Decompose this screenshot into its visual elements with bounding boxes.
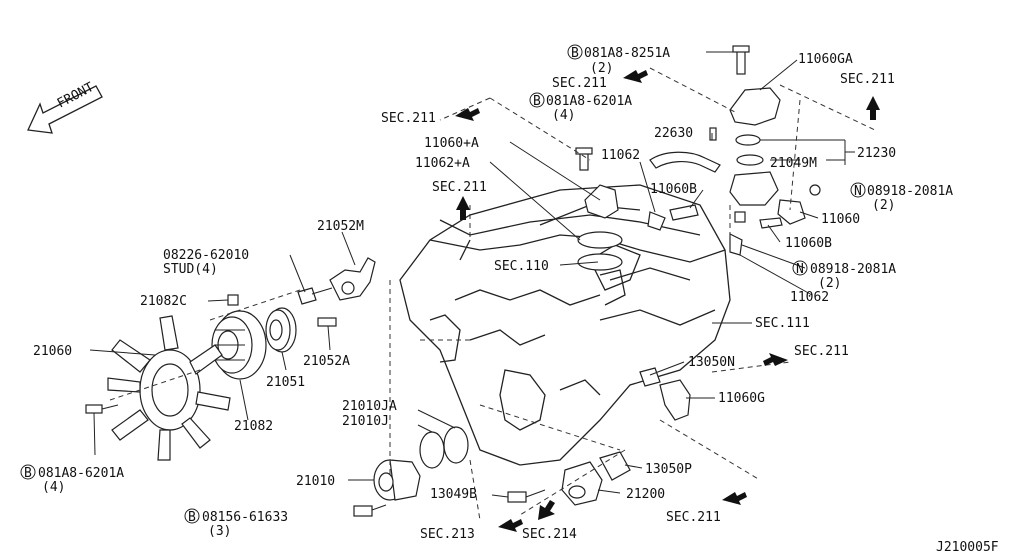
label-21049M: 21049M bbox=[770, 156, 817, 171]
label-21082: 21082 bbox=[234, 419, 273, 434]
label-11060: 11060 bbox=[821, 212, 860, 227]
label-sec211: SEC.211 bbox=[552, 76, 607, 91]
thermostat-housing bbox=[709, 45, 821, 256]
label-13050P: 13050P bbox=[645, 462, 692, 477]
arrow-sec211-right-top-icon bbox=[866, 96, 880, 120]
svg-text:N: N bbox=[796, 262, 804, 277]
label-11060G: 11060G bbox=[718, 391, 765, 406]
svg-text:B: B bbox=[188, 510, 196, 525]
markers: B B N N B B bbox=[20, 44, 866, 525]
bolt-marker-icon bbox=[184, 508, 200, 524]
pulley bbox=[265, 307, 297, 353]
arrow-sec211-bottom-icon bbox=[722, 492, 747, 505]
label-21010: 21010 bbox=[296, 474, 335, 489]
diagram-id: J210005F bbox=[936, 540, 999, 555]
part-labels: 081A8-8251A (2) 11060GA SEC.211 SEC.211 … bbox=[33, 46, 999, 555]
label-11062: 11062 bbox=[601, 148, 640, 163]
front-label: FRONT bbox=[55, 80, 97, 112]
label-08156-61633: 08156-61633 bbox=[202, 510, 288, 525]
label-21060: 21060 bbox=[33, 344, 72, 359]
water-pipe bbox=[577, 151, 721, 271]
label-08918-2081A: 08918-2081A bbox=[867, 184, 953, 199]
water-outlet bbox=[561, 451, 631, 506]
gaskets bbox=[419, 426, 469, 469]
svg-text:B: B bbox=[533, 94, 541, 109]
arrow-sec211-top-icon bbox=[623, 70, 648, 83]
label-sec110: SEC.110 bbox=[494, 259, 549, 274]
front-arrow-icon: FRONT bbox=[27, 80, 103, 134]
label-21010J: 21010J bbox=[342, 414, 389, 429]
fasteners bbox=[85, 147, 783, 517]
label-081A8-6201A: 081A8-6201A bbox=[546, 94, 632, 109]
label-13049B: 13049B bbox=[430, 487, 477, 502]
bolt-marker-icon bbox=[567, 44, 583, 60]
label-11060A: 11060+A bbox=[424, 136, 479, 151]
bolt-marker-icon bbox=[529, 92, 545, 108]
arrow-sec213-icon bbox=[498, 519, 523, 532]
label-21010JA: 21010JA bbox=[342, 399, 397, 414]
label-sec213: SEC.213 bbox=[420, 527, 475, 542]
cooling-fan bbox=[107, 315, 231, 461]
arrow-sec211-right-mid-icon bbox=[763, 353, 788, 366]
nut-marker-icon bbox=[792, 260, 808, 276]
label-11060B: 11060B bbox=[785, 236, 832, 251]
arrow-sec214-icon bbox=[538, 500, 555, 520]
label-stud: STUD(4) bbox=[163, 262, 218, 277]
label-qty-3: (3) bbox=[208, 524, 231, 539]
tensioner-bracket bbox=[329, 257, 376, 301]
label-qty-2: (2) bbox=[872, 198, 895, 213]
label-081A8-8251A: 081A8-8251A bbox=[584, 46, 670, 61]
label-11060B: 11060B bbox=[650, 182, 697, 197]
fan-clutch bbox=[211, 310, 267, 380]
label-11062A: 11062+A bbox=[415, 156, 470, 171]
label-13050N: 13050N bbox=[688, 355, 735, 370]
label-sec211: SEC.211 bbox=[794, 344, 849, 359]
label-081A8-6201A: 081A8-6201A bbox=[38, 466, 124, 481]
label-08918-2081A: 08918-2081A bbox=[810, 262, 896, 277]
water-pump bbox=[373, 459, 421, 501]
leader-lines bbox=[89, 51, 855, 498]
label-qty-4: (4) bbox=[42, 480, 65, 495]
label-sec211: SEC.211 bbox=[666, 510, 721, 525]
label-21230: 21230 bbox=[857, 146, 896, 161]
label-21051: 21051 bbox=[266, 375, 305, 390]
label-11060GA: 11060GA bbox=[798, 52, 853, 67]
label-sec111: SEC.111 bbox=[755, 316, 810, 331]
label-21200: 21200 bbox=[626, 487, 665, 502]
reference-arrows bbox=[455, 70, 880, 532]
arrow-sec211-left-icon bbox=[455, 108, 480, 121]
label-sec214: SEC.214 bbox=[522, 527, 577, 542]
svg-text:B: B bbox=[24, 466, 32, 481]
label-sec211: SEC.211 bbox=[840, 72, 895, 87]
label-21082C: 21082C bbox=[140, 294, 187, 309]
label-11062: 11062 bbox=[790, 290, 829, 305]
label-qty-2: (2) bbox=[590, 61, 613, 76]
arrow-sec211-mid-icon bbox=[456, 196, 470, 220]
nut-marker-icon bbox=[850, 182, 866, 198]
label-22630: 22630 bbox=[654, 126, 693, 141]
label-21052A: 21052A bbox=[303, 354, 350, 369]
label-qty-2: (2) bbox=[818, 276, 841, 291]
bolt-marker-icon bbox=[20, 464, 36, 480]
label-sec211: SEC.211 bbox=[381, 111, 436, 126]
svg-text:B: B bbox=[571, 46, 579, 61]
label-sec211: SEC.211 bbox=[432, 180, 487, 195]
label-08226-62010: 08226-62010 bbox=[163, 248, 249, 263]
label-21052M: 21052M bbox=[317, 219, 364, 234]
pipe-11060g bbox=[639, 367, 691, 421]
svg-text:N: N bbox=[854, 184, 862, 199]
label-qty-4: (4) bbox=[552, 108, 575, 123]
